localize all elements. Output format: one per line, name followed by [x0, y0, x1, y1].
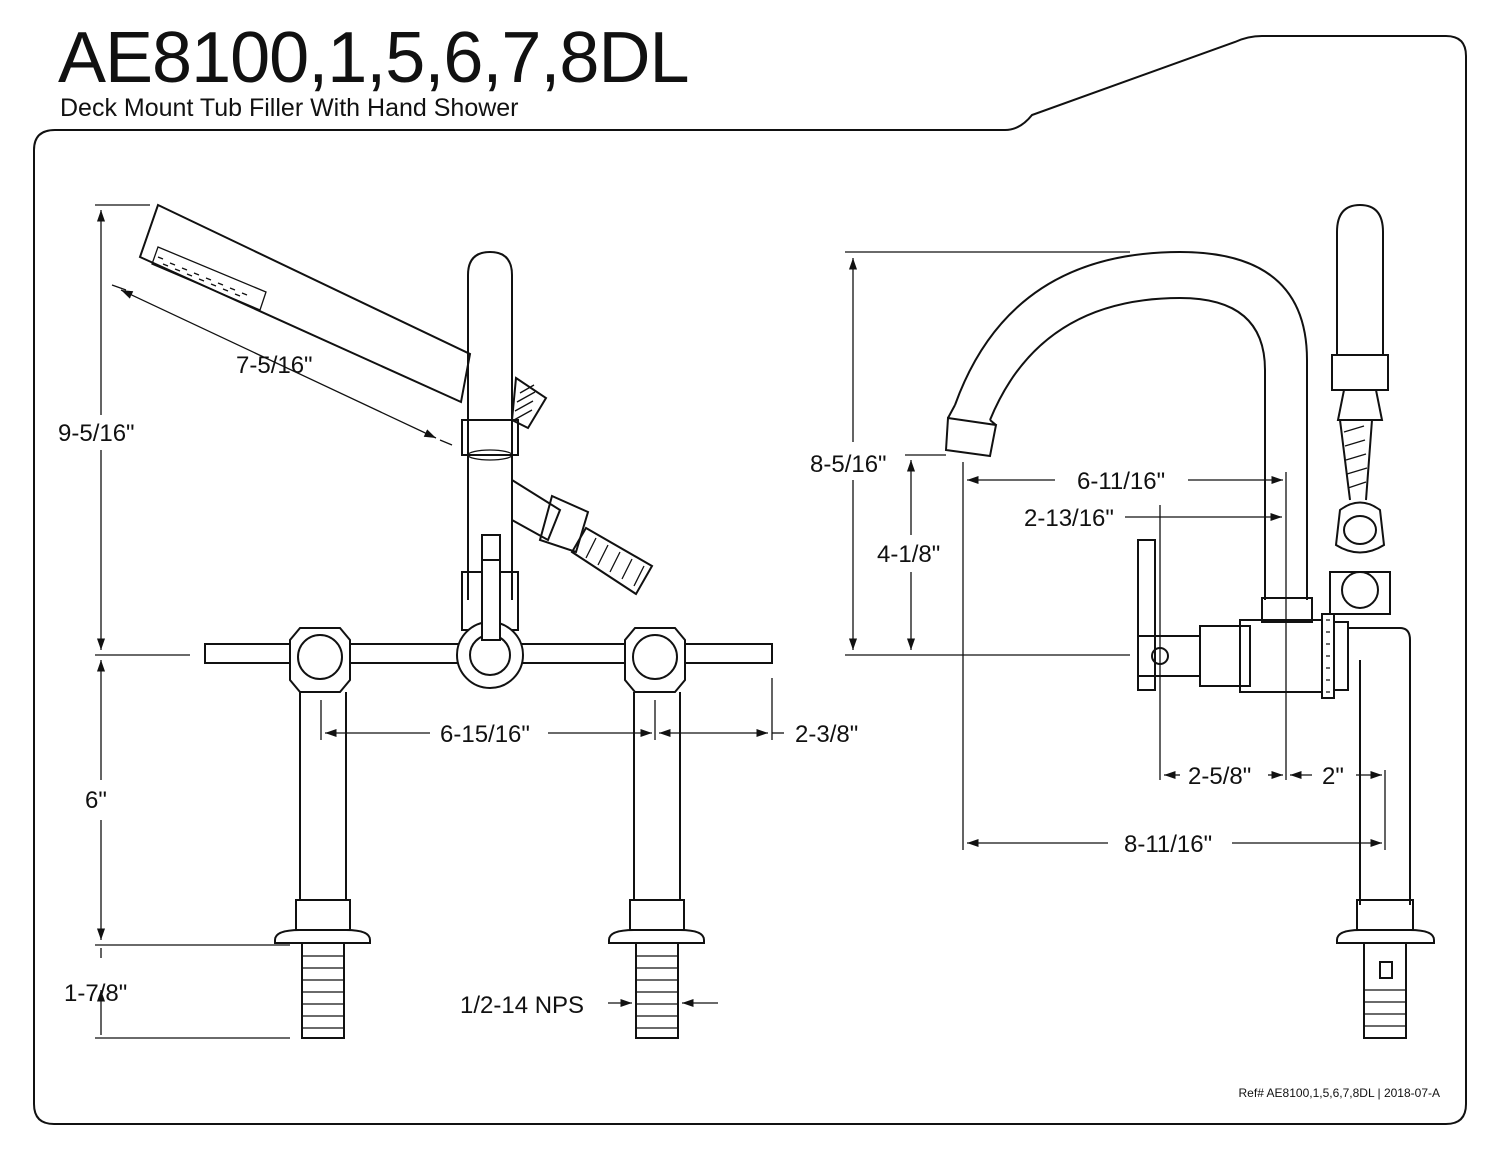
- page-title: AE8100,1,5,6,7,8DL: [58, 18, 689, 98]
- reference-number: Ref# AE8100,1,5,6,7,8DL | 2018-07-A: [1238, 1086, 1440, 1100]
- dim-body-depth: 2-5/8": [1188, 763, 1251, 790]
- page-subtitle: Deck Mount Tub Filler With Hand Shower: [60, 94, 519, 122]
- front-dimension-lines: [95, 204, 784, 1039]
- side-hand-shower: [1329, 203, 1391, 615]
- dim-overall-height: 9-5/16": [58, 420, 135, 447]
- dim-handle-overhang: 2-3/8": [795, 721, 858, 748]
- dim-spout-reach: 6-11/16": [1077, 468, 1165, 495]
- dim-shower-offset: 2": [1322, 763, 1344, 790]
- dim-deck-to-center: 6": [85, 787, 107, 814]
- dim-lever-reach: 2-13/16": [1024, 505, 1114, 532]
- bridge-body: [204, 559, 773, 693]
- dim-total-depth: 8-11/16": [1124, 831, 1212, 858]
- hose-connector: [511, 478, 654, 596]
- dim-hand-shower-length: 7-5/16": [236, 352, 313, 379]
- front-view: 7-5/16" 9-5/16" 6" 1-7/8" 6-15/16" 2-3/8…: [58, 203, 858, 1039]
- dim-spout-height: 8-5/16": [810, 451, 887, 478]
- drawing-frame: [33, 35, 1467, 1125]
- side-supply-leg: [1336, 899, 1435, 1039]
- dim-thread: 1/2-14 NPS: [460, 992, 584, 1019]
- side-view: 8-5/16" 4-1/8" 6-11/16" 2-13/16" 2-5/8" …: [810, 203, 1435, 1039]
- side-dimension-lines: [845, 251, 1386, 850]
- supply-legs: [274, 692, 705, 1039]
- dim-handle-spacing: 6-15/16": [440, 721, 530, 748]
- dim-spout-outlet-height: 4-1/8": [877, 541, 940, 568]
- dim-shank-length: 1-7/8": [64, 980, 127, 1007]
- side-spout: [944, 250, 1313, 623]
